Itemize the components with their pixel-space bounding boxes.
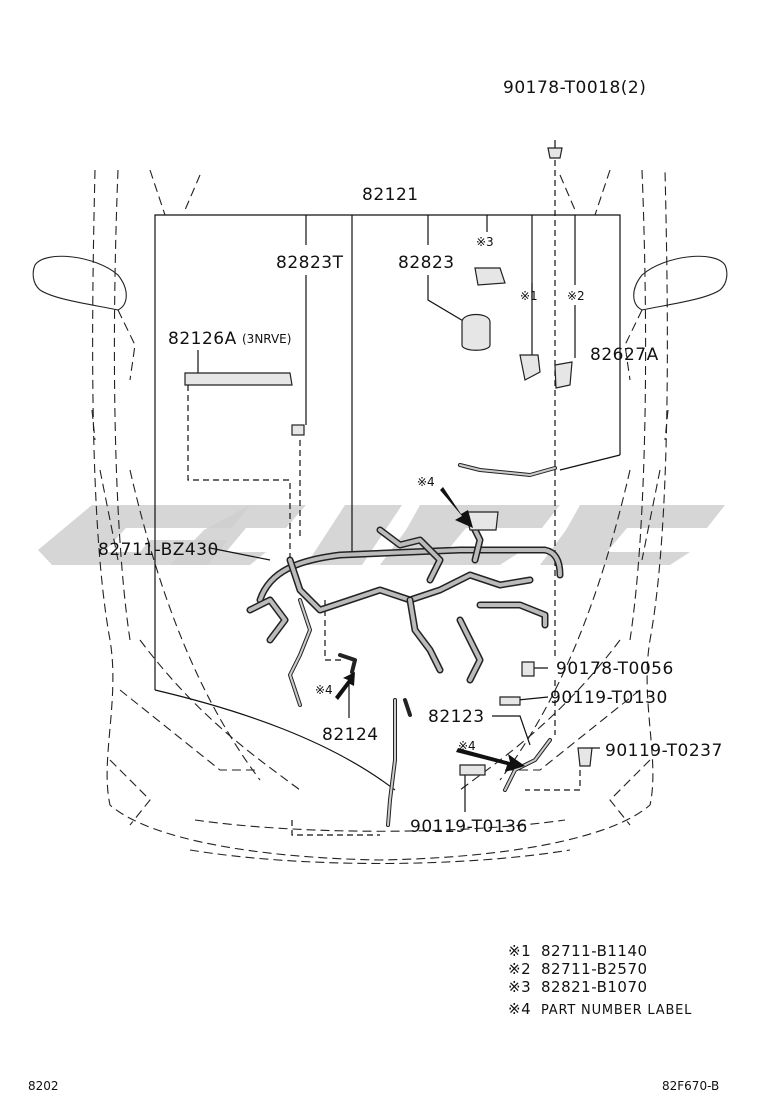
legend-mark-3: ※3 (508, 978, 531, 996)
legend-text-1: 82711-B1140 (541, 942, 648, 960)
label-nut-0056: 90178-T0056 (556, 659, 674, 679)
ref-mark-1: ※1 (520, 289, 538, 303)
label-connector: 82823 (398, 253, 455, 273)
footer-page-code: 8202 (28, 1079, 59, 1093)
label-sensor-t: 82823T (276, 253, 344, 273)
ref-mark-3: ※3 (476, 235, 494, 249)
footer-figure-code: 82F670-B (662, 1079, 719, 1093)
part-labels: 90178-T0018(2) 82121 82823T 82823 82126A… (98, 78, 723, 837)
legend-mark-2: ※2 (508, 960, 531, 978)
legend: ※1 82711-B1140 ※2 82711-B2570 ※3 82821-B… (508, 942, 692, 1018)
ref-mark-2: ※2 (567, 289, 585, 303)
legend-text-2: 82711-B2570 (541, 960, 648, 978)
label-bolt-0136: 90119-T0136 (410, 817, 528, 837)
engine-harness (246, 463, 564, 827)
label-bolt-0130: 90119-T0130 (550, 688, 668, 708)
label-bolt-0237: 90119-T0237 (605, 741, 723, 761)
label-harness-124: 82124 (322, 725, 379, 745)
label-harness-bz430: 82711-BZ430 (98, 540, 219, 560)
label-harness-123: 82123 (428, 707, 485, 727)
legend-mark-4: ※4 (508, 1000, 531, 1018)
label-harness-3nrve: 82126A (168, 329, 237, 349)
parts (184, 147, 593, 776)
label-nut-top: 90178-T0018(2) (503, 78, 646, 98)
legend-text-4: PART NUMBER LABEL (541, 1003, 692, 1018)
label-harness-3nrve-note: (3NRVE) (242, 332, 291, 346)
ref-mark-4-top: ※4 (417, 475, 435, 489)
main-harness-bracket (154, 140, 621, 812)
ref-mark-4-right: ※4 (458, 739, 476, 753)
legend-text-3: 82821-B1070 (541, 978, 648, 996)
label-harness-627a: 82627A (590, 345, 659, 365)
label-main-harness: 82121 (362, 185, 419, 205)
car-outline (32, 169, 728, 865)
legend-mark-1: ※1 (508, 942, 531, 960)
ref-mark-4-left: ※4 (315, 683, 333, 697)
dashed-leaders (187, 160, 581, 836)
